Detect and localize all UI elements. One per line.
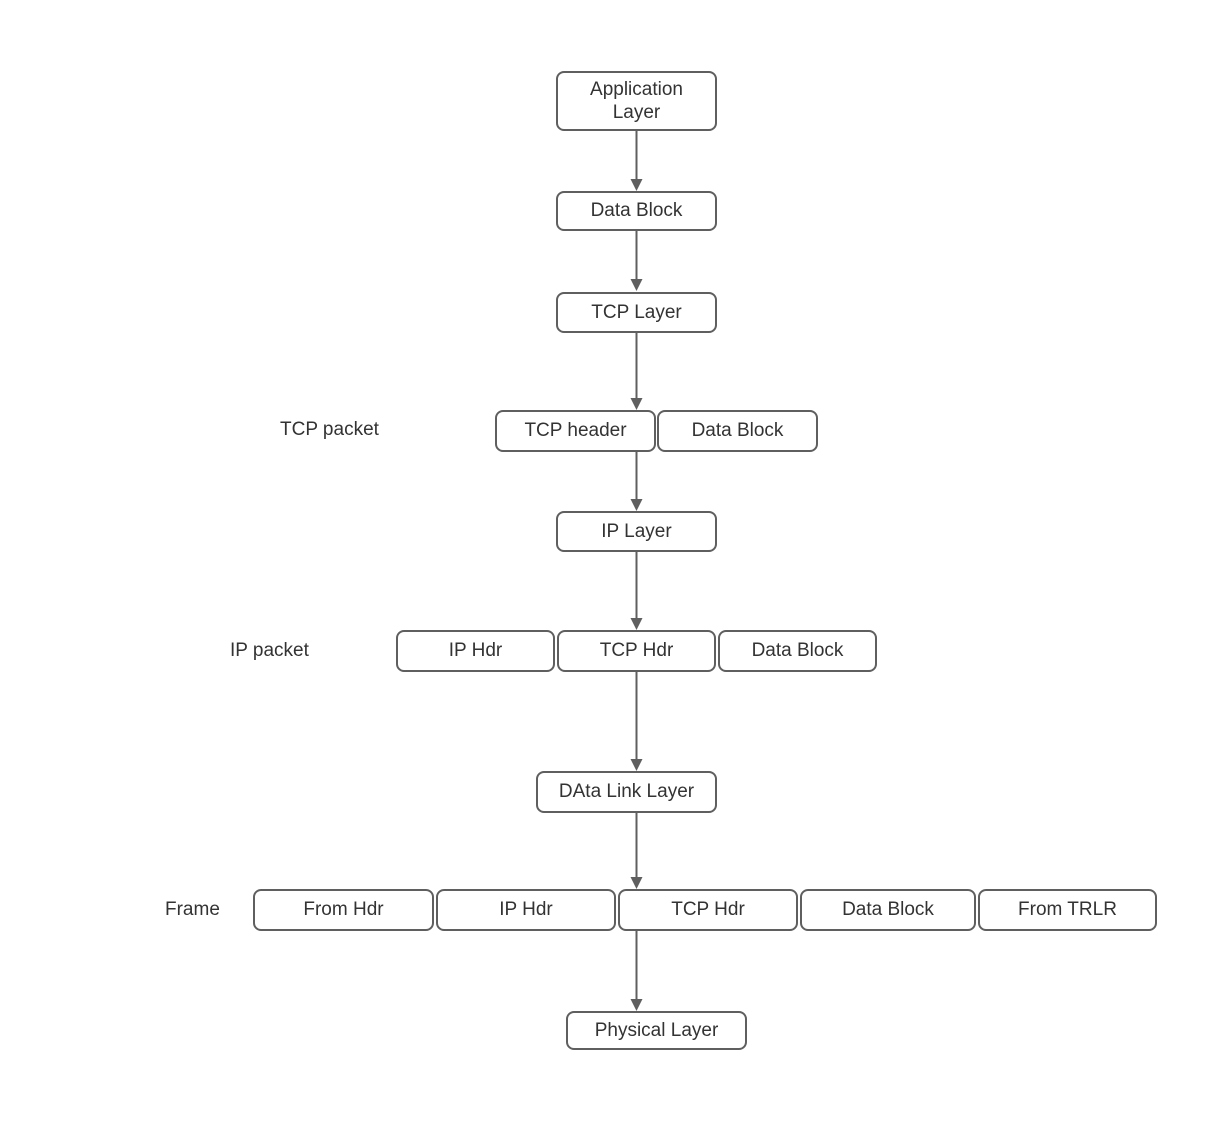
box-frame-data-block: Data Block [800, 889, 976, 931]
box-frame-from-hdr: From Hdr [253, 889, 434, 931]
box-ip-packet-data-block: Data Block [718, 630, 877, 672]
box-frame-from-trlr: From TRLR [978, 889, 1157, 931]
box-data-block: Data Block [556, 191, 717, 231]
box-application-layer: Application Layer [556, 71, 717, 131]
box-tcp-layer: TCP Layer [556, 292, 717, 333]
box-physical-layer: Physical Layer [566, 1011, 747, 1050]
box-frame-tcp-hdr: TCP Hdr [618, 889, 798, 931]
label-tcp-packet: TCP packet [280, 419, 379, 440]
box-tcp-packet-data-block: Data Block [657, 410, 818, 452]
box-ip-packet-tcp-hdr: TCP Hdr [557, 630, 716, 672]
box-ip-layer: IP Layer [556, 511, 717, 552]
box-tcp-packet-tcp-header: TCP header [495, 410, 656, 452]
box-frame-ip-hdr: IP Hdr [436, 889, 616, 931]
box-ip-packet-ip-hdr: IP Hdr [396, 630, 555, 672]
label-frame: Frame [165, 899, 220, 920]
label-ip-packet: IP packet [230, 640, 309, 661]
box-data-link-layer: DAta Link Layer [536, 771, 717, 813]
